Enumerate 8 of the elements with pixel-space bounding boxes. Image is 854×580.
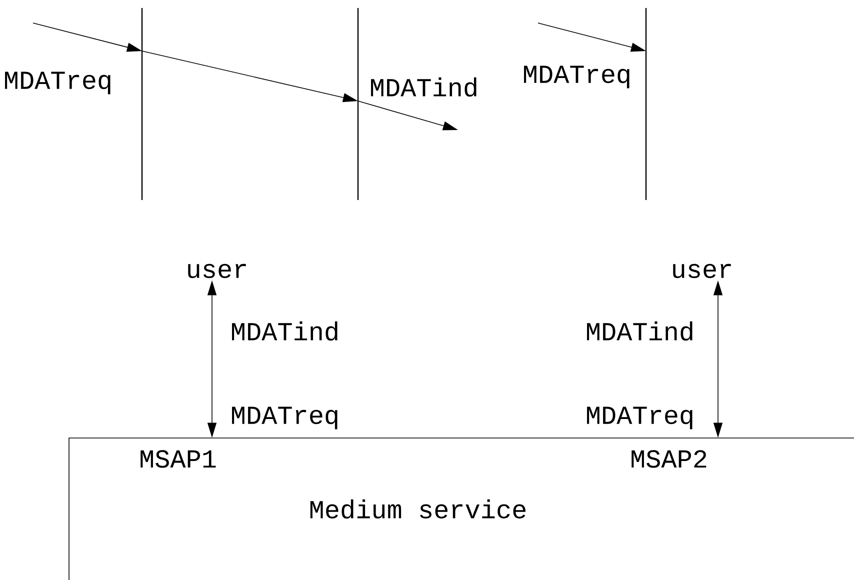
user-label: user [188, 264, 246, 278]
signal-label: MSAP1 [140, 450, 216, 468]
signal-label: MDATreq [587, 406, 692, 430]
user-label: user [673, 264, 731, 278]
signal-label: MDATind [587, 321, 692, 341]
signal-label: MDATind [232, 321, 338, 341]
signal-label: MDATreq [232, 406, 338, 430]
signal-label: MSAP2 [632, 450, 706, 468]
